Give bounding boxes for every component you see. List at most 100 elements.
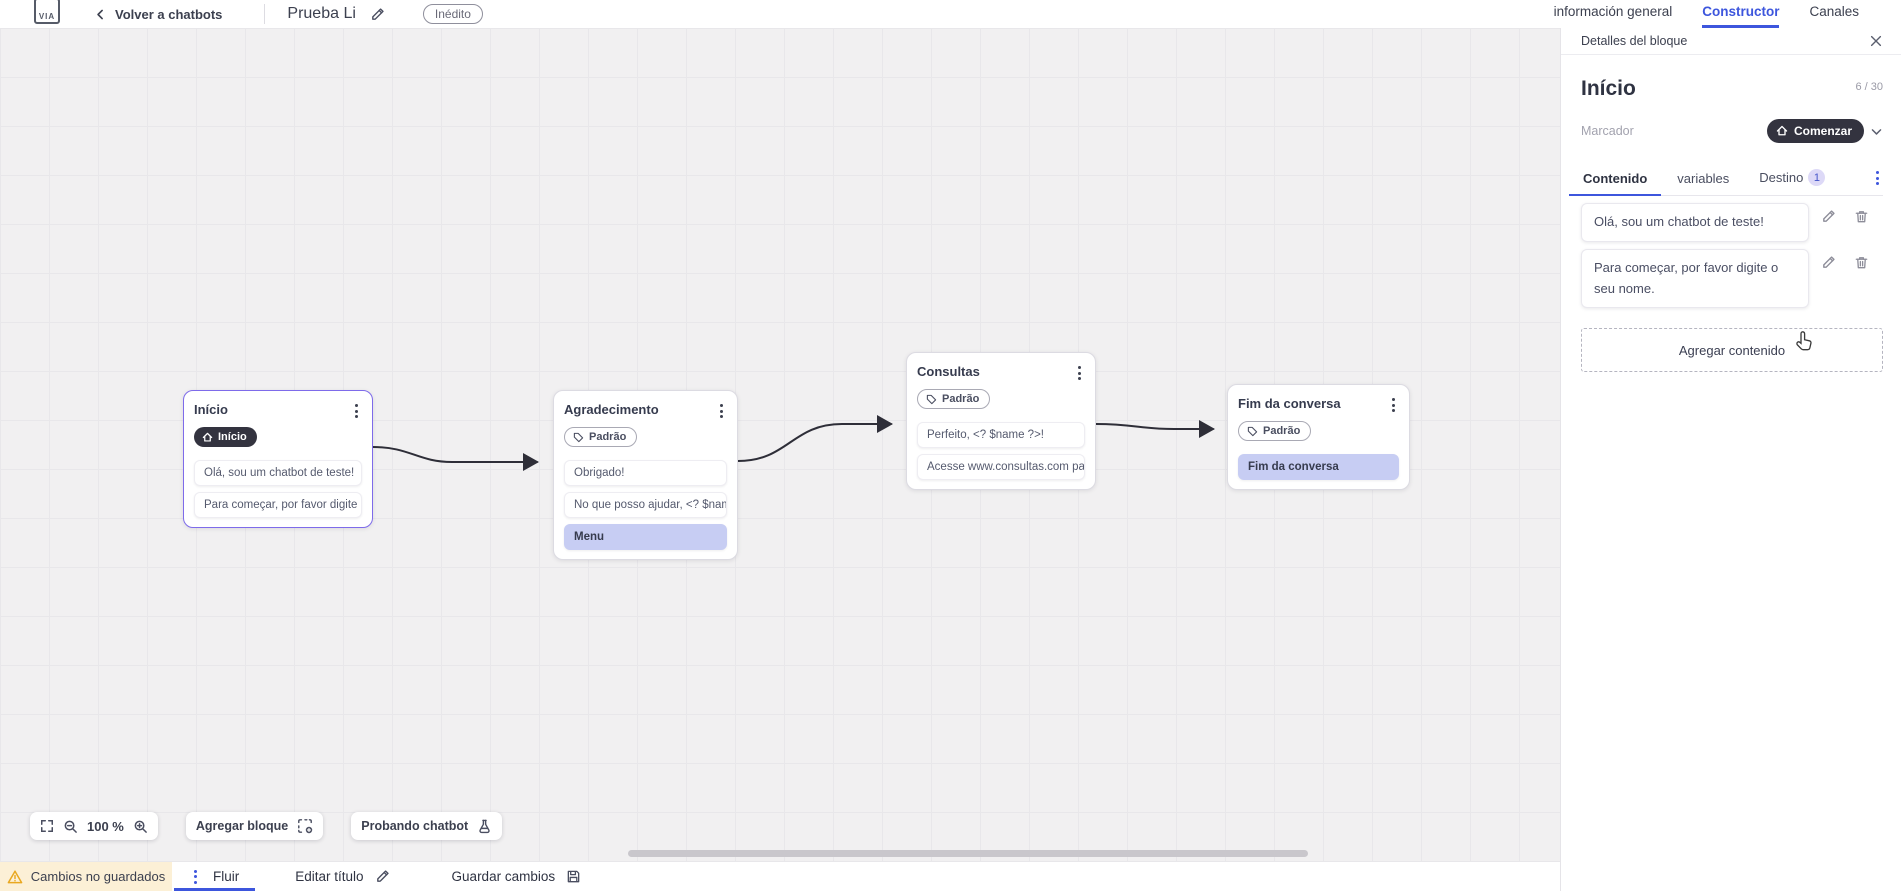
flask-icon — [477, 819, 492, 834]
add-content-button[interactable]: Agregar contenido — [1581, 328, 1883, 373]
node-card[interactable]: Olá, sou um chatbot de teste! — [194, 459, 362, 486]
edit-content-icon[interactable] — [1821, 255, 1836, 270]
node-card[interactable]: Obrigado! — [564, 459, 727, 486]
horizontal-scrollbar[interactable] — [628, 850, 1308, 857]
node-menu-icon[interactable] — [716, 402, 727, 420]
warning-triangle-icon — [7, 869, 23, 885]
header-tabs: información general Constructor Canales — [1554, 0, 1859, 28]
panel-title: Detalles del bloque — [1581, 34, 1688, 48]
add-block-label: Agregar bloque — [195, 819, 289, 833]
warning-label: Cambios no guardados — [30, 869, 166, 884]
connector-agradecimento-consultas — [737, 415, 893, 462]
content-item: Para começar, por favor digite o seu nom… — [1581, 248, 1883, 309]
tab-label: variables — [1677, 171, 1730, 186]
chatbot-title: Prueba Li — [287, 5, 356, 22]
node-inicio[interactable]: Início Início Olá, sou um chatbot de tes… — [183, 390, 373, 528]
char-counter: 6 / 30 — [1855, 81, 1883, 93]
node-menu-icon[interactable] — [1074, 364, 1085, 382]
home-icon — [202, 432, 213, 443]
node-badge-label: Padrão — [1263, 425, 1301, 437]
back-label: Volver a chatbots — [115, 6, 223, 22]
block-name: Início — [1581, 77, 1636, 100]
node-marker-badge: Padrão — [564, 427, 638, 447]
content-item: Olá, sou um chatbot de teste! — [1581, 203, 1883, 242]
app-logo[interactable]: VIA — [34, 0, 60, 24]
node-card[interactable]: Perfeito, <? $name ?>! — [917, 421, 1085, 448]
pencil-icon — [375, 869, 390, 884]
chevron-down-icon[interactable] — [1870, 125, 1883, 138]
destino-count-badge: 1 — [1808, 169, 1826, 186]
edit-title-icon[interactable] — [370, 7, 385, 22]
edit-content-icon[interactable] — [1821, 209, 1836, 224]
delete-content-icon[interactable] — [1854, 255, 1869, 270]
close-icon[interactable] — [1869, 34, 1883, 48]
node-badge-label: Início — [218, 431, 247, 443]
node-card[interactable]: Para começar, por favor digite o ... — [194, 491, 362, 518]
content-text-box[interactable]: Para começar, por favor digite o seu nom… — [1581, 248, 1809, 309]
top-header: VIA Volver a chatbots Prueba Li Inédito … — [0, 0, 1901, 28]
add-block-button[interactable]: Agregar bloque — [185, 812, 324, 840]
node-marker-badge: Padrão — [1238, 421, 1312, 441]
edit-title-label: Editar título — [295, 869, 364, 884]
save-label: Guardar cambios — [451, 869, 556, 884]
status-badge: Inédito — [422, 4, 483, 24]
node-card-end[interactable]: Fim da conversa — [1238, 453, 1399, 480]
node-card-menu[interactable]: Menu — [564, 523, 727, 550]
chevron-left-icon — [94, 8, 107, 21]
tag-icon — [573, 432, 584, 443]
connector-inicio-agradecimento — [372, 446, 539, 471]
tab-label: Destino — [1759, 170, 1804, 185]
node-menu-icon[interactable] — [351, 402, 362, 420]
block-details-panel: Detalles del bloque Início 6 / 30 Marcad… — [1560, 28, 1901, 891]
tab-constructor[interactable]: Constructor — [1702, 4, 1780, 28]
zoom-out-icon[interactable] — [63, 819, 78, 834]
marker-value-pill[interactable]: Comenzar — [1766, 119, 1864, 143]
node-card[interactable]: Acesse www.consultas.com par... — [917, 453, 1085, 480]
node-marker-badge: Início — [194, 427, 257, 447]
flow-tab-label: Fluir — [213, 869, 240, 884]
node-title: Consultas — [917, 364, 980, 379]
canvas-toolbar: 100 % Agregar bloque Probando chatbot — [30, 812, 503, 840]
tab-canales[interactable]: Canales — [1809, 4, 1859, 19]
node-menu-icon[interactable] — [1388, 396, 1399, 414]
panel-tabs: Contenido variables Destino 1 — [1568, 163, 1883, 196]
save-icon — [566, 869, 581, 884]
zoom-level: 100 % — [87, 818, 124, 834]
test-chatbot-label: Probando chatbot — [361, 819, 469, 833]
flow-tab-menu-icon[interactable] — [190, 868, 201, 886]
tab-contenido[interactable]: Contenido — [1568, 165, 1662, 196]
tag-icon — [926, 394, 937, 405]
header-divider — [264, 4, 266, 24]
tab-informacion-general[interactable]: información general — [1553, 4, 1673, 19]
unsaved-changes-warning: Cambios no guardados — [0, 862, 172, 891]
connector-consultas-fim — [1095, 420, 1215, 438]
edit-title-button[interactable]: Editar título — [295, 869, 389, 884]
bottom-status-bar: Cambios no guardados Fluir Editar título… — [0, 861, 1560, 891]
test-chatbot-button[interactable]: Probando chatbot — [351, 812, 503, 840]
add-block-icon — [297, 818, 313, 834]
node-title: Fim da conversa — [1238, 396, 1341, 411]
flow-tab-fluir[interactable]: Fluir — [172, 862, 257, 891]
node-badge-label: Padrão — [942, 393, 980, 405]
home-icon — [1776, 125, 1788, 137]
tag-icon — [1247, 426, 1258, 437]
panel-menu-icon[interactable] — [1872, 169, 1883, 187]
save-changes-button[interactable]: Guardar cambios — [452, 869, 582, 884]
delete-content-icon[interactable] — [1854, 209, 1869, 224]
marker-label: Marcador — [1581, 124, 1634, 138]
node-agradecimento[interactable]: Agradecimento Padrão Obrigado! No que po… — [553, 390, 738, 560]
flow-canvas[interactable]: Início Início Olá, sou um chatbot de tes… — [0, 28, 1560, 861]
node-fim-da-conversa[interactable]: Fim da conversa Padrão Fim da conversa — [1227, 384, 1410, 490]
node-consultas[interactable]: Consultas Padrão Perfeito, <? $name ?>! … — [906, 352, 1096, 490]
node-badge-label: Padrão — [589, 431, 627, 443]
tab-label: Contenido — [1583, 171, 1648, 186]
tab-variables[interactable]: variables — [1675, 165, 1731, 195]
back-to-chatbots-button[interactable]: Volver a chatbots — [94, 7, 222, 22]
zoom-in-icon[interactable] — [133, 819, 148, 834]
content-text-box[interactable]: Olá, sou um chatbot de teste! — [1581, 203, 1809, 242]
fullscreen-icon[interactable] — [40, 819, 54, 833]
zoom-controls: 100 % — [30, 812, 158, 840]
node-card[interactable]: No que posso ajudar, <? $name ... — [564, 491, 727, 518]
node-title: Agradecimento — [564, 402, 659, 417]
tab-destino[interactable]: Destino 1 — [1757, 163, 1827, 195]
